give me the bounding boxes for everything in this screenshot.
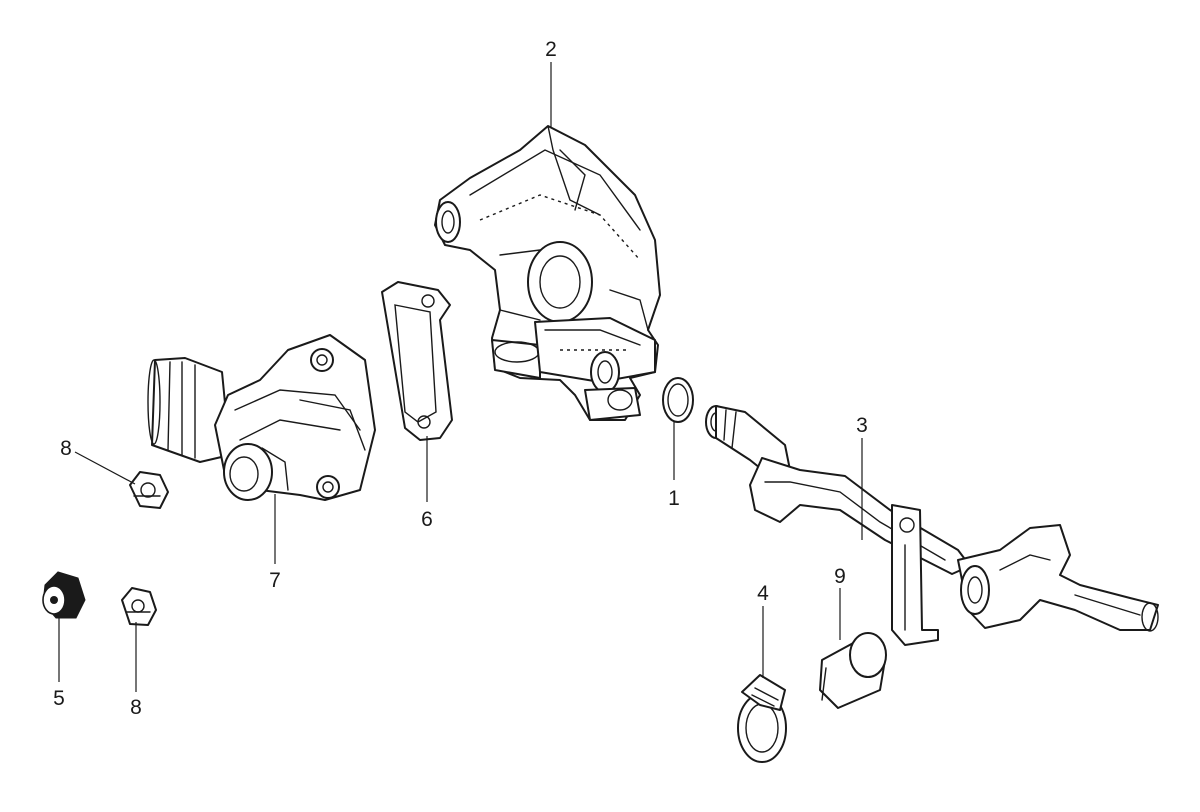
coolant-pipe-part-3 [705,405,1159,646]
coolant-housing-part-2 [434,125,661,421]
callout-2: 2 [545,38,557,61]
callout-3: 3 [856,414,868,437]
leader-8-upper [74,451,136,485]
hose-sleeve-part-9 [819,632,887,709]
callout-1: 1 [668,487,680,510]
nut-part-8-upper [129,471,169,509]
thermostat-cover-part-7 [147,334,376,501]
callout-9: 9 [834,565,846,588]
callout-6: 6 [421,508,433,531]
gasket-part-6 [381,281,453,441]
o-ring-part-1 [662,377,694,423]
callout-8-lower: 8 [130,696,142,719]
nut-part-5 [42,571,86,619]
callout-8-upper: 8 [60,437,72,460]
callout-5: 5 [53,687,65,710]
hose-clamp-part-4 [737,674,787,763]
nut-part-8-lower [121,587,157,626]
callout-4: 4 [757,582,769,605]
callout-7: 7 [269,569,281,592]
